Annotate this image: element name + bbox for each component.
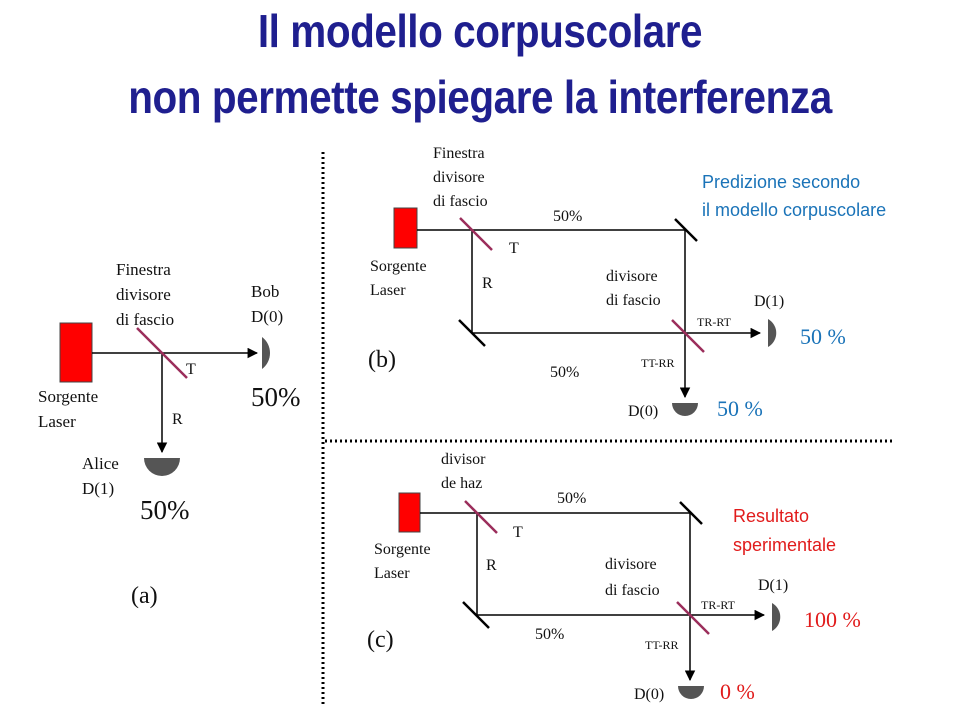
splitter-1-label-line-1: Finestra (433, 145, 485, 162)
reflected-label: R (482, 275, 493, 292)
reflected-label: R (172, 411, 183, 428)
source-label-line-1: Sorgente (374, 541, 431, 558)
panel-a: Sorgente Laser Finestra divisore di fasc… (38, 260, 301, 609)
bottom-path-value: 50% (535, 626, 564, 643)
mirror-bottom-left (462, 601, 490, 629)
splitter-1-label-line-2: de haz (441, 475, 482, 492)
prediction-caption-line-1: Predizione secondo (702, 172, 860, 192)
laser-source (59, 322, 93, 383)
mirror-top-right (679, 501, 703, 525)
transmitted-label: T (186, 361, 196, 378)
bottom-path-value: 50% (550, 364, 579, 381)
splitter-2-label-line-1: divisore (605, 556, 657, 573)
top-path-value: 50% (557, 490, 586, 507)
splitter-2-label-line-2: di fascio (605, 582, 660, 599)
panel-a-label: (a) (131, 583, 158, 609)
output-tt-rr-label: TT-RR (645, 638, 679, 652)
bob-label-line-2: D(0) (251, 307, 283, 326)
result-caption-line-1: Resultato (733, 506, 809, 526)
source-label-line-2: Laser (38, 412, 76, 431)
panel-c: divisor de haz Sorgente Laser T R 50% 50… (367, 451, 861, 704)
splitter-1 (459, 217, 493, 251)
alice-label-line-2: D(1) (82, 479, 114, 498)
d1-label: D(1) (754, 293, 784, 310)
splitter-1-label-line-3: di fascio (433, 193, 488, 210)
bob-value: 50% (251, 382, 301, 412)
alice-detector (144, 458, 180, 476)
top-path-value: 50% (553, 208, 582, 225)
d1-detector (768, 319, 777, 347)
panel-b: Finestra divisore di fascio Sorgente Las… (368, 145, 886, 421)
panel-b-label: (b) (368, 347, 396, 373)
splitter-2 (676, 601, 710, 635)
splitter-label-line-1: Finestra (116, 260, 171, 279)
transmitted-label: T (513, 524, 523, 541)
bob-label-line-1: Bob (251, 282, 279, 301)
splitter-2 (671, 319, 705, 353)
prediction-caption-line-2: il modello corpuscolare (702, 200, 886, 220)
splitter-label-line-3: di fascio (116, 310, 174, 329)
source-label-line-2: Laser (370, 282, 406, 299)
d0-value: 50 % (717, 396, 763, 421)
mirror-top-right (674, 218, 698, 242)
bob-detector (262, 337, 271, 369)
d1-value: 100 % (804, 607, 861, 632)
reflected-label: R (486, 557, 497, 574)
title-line-1: Il modello corpuscolare (257, 5, 703, 57)
d1-detector (772, 603, 781, 631)
splitter-label-line-2: divisore (116, 285, 171, 304)
d0-value: 0 % (720, 679, 755, 704)
output-tr-rt-label: TR-RT (701, 598, 736, 612)
source-label-line-2: Laser (374, 565, 410, 582)
result-caption-line-2: sperimentale (733, 535, 836, 555)
alice-value: 50% (140, 495, 190, 525)
splitter-1-label-line-1: divisor (441, 451, 486, 468)
d0-detector (672, 403, 698, 416)
title-line-2: non permette spiegare la interferenza (128, 71, 832, 123)
d1-value: 50 % (800, 324, 846, 349)
splitter-1 (464, 500, 498, 534)
source-label-line-1: Sorgente (370, 258, 427, 275)
laser-source (398, 492, 421, 533)
splitter-2-label-line-2: di fascio (606, 292, 661, 309)
source-label-line-1: Sorgente (38, 387, 98, 406)
transmitted-label: T (509, 240, 519, 257)
output-tt-rr-label: TT-RR (641, 356, 675, 370)
panel-c-label: (c) (367, 627, 394, 653)
output-tr-rt-label: TR-RT (697, 315, 732, 329)
mirror-bottom-left (458, 319, 486, 347)
laser-source (393, 207, 418, 249)
splitter-2-label-line-1: divisore (606, 268, 658, 285)
splitter-1-label-line-2: divisore (433, 169, 485, 186)
alice-label-line-1: Alice (82, 454, 119, 473)
d0-label: D(0) (628, 403, 658, 420)
d0-label: D(0) (634, 686, 664, 703)
d0-detector (678, 686, 704, 699)
d1-label: D(1) (758, 577, 788, 594)
beam-splitter (136, 327, 188, 379)
